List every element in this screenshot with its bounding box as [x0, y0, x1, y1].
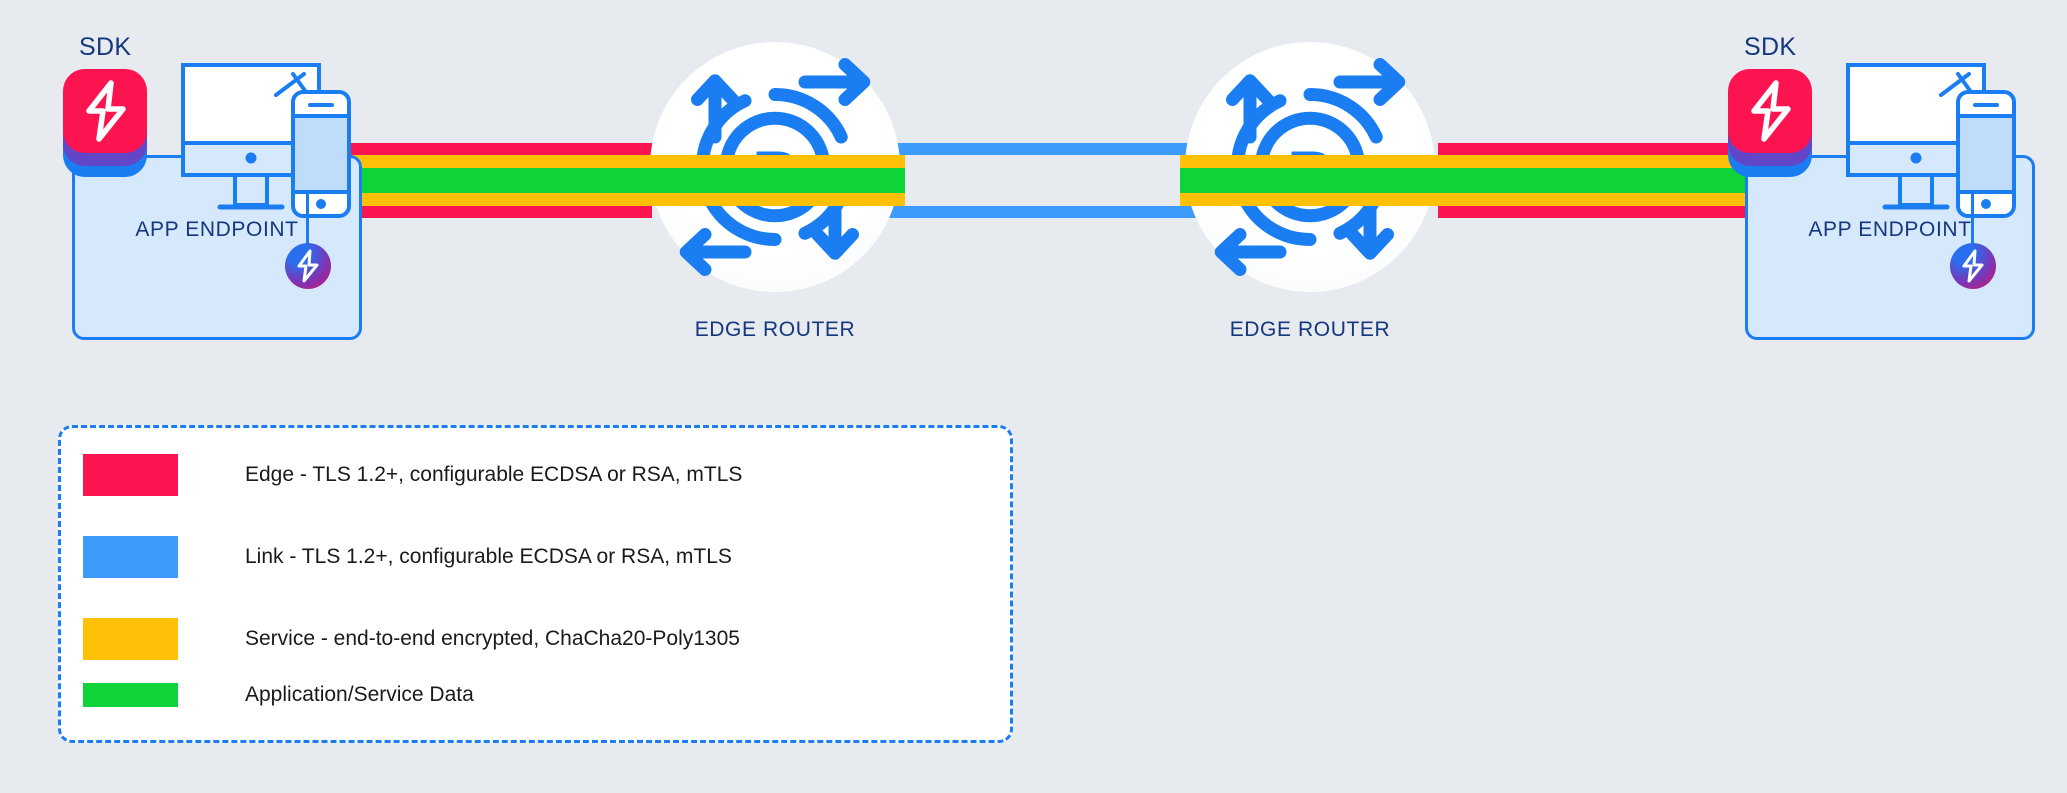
stripe-service-left-bottom: [340, 193, 652, 206]
legend-item: Service - end-to-end encrypted, ChaCha20…: [83, 618, 740, 660]
stripe-service-over-router-left-bottom: [645, 193, 905, 206]
sdk-stack-icon-right: [1720, 67, 1830, 177]
stripe-link-middle-top: [880, 143, 1210, 155]
legend-label-data: Application/Service Data: [245, 683, 474, 706]
sdk-stack-icon-left: [55, 67, 165, 177]
stripe-service-right-top: [1438, 155, 1750, 168]
stripe-service-over-router-right-bottom: [1180, 193, 1442, 206]
stripe-service-left-top: [340, 155, 652, 168]
legend-item: Link - TLS 1.2+, configurable ECDSA or R…: [83, 536, 732, 578]
stripe-data-over-router-left: [645, 168, 905, 193]
phone-icon: [1956, 90, 2016, 218]
router-label-right: EDGE ROUTER: [1229, 318, 1391, 341]
legend-swatch-data: [83, 683, 178, 707]
legend-swatch-link: [83, 536, 178, 578]
legend-swatch-edge: [83, 454, 178, 496]
legend-panel: Edge - TLS 1.2+, configurable ECDSA or R…: [58, 425, 1013, 743]
stripe-service-right-bottom: [1438, 193, 1750, 206]
sdk-label-right: SDK: [1744, 33, 1797, 61]
endpoint-label-left: APP ENDPOINT: [135, 218, 299, 241]
lightning-bolt-icon: [1751, 80, 1791, 142]
legend-label-service: Service - end-to-end encrypted, ChaCha20…: [245, 627, 740, 650]
endpoint-ziti-connector-left: [306, 190, 309, 260]
stripe-link-middle-bottom: [880, 206, 1210, 218]
endpoint-label-right: APP ENDPOINT: [1808, 218, 1972, 241]
stripe-edge-left-bottom: [340, 206, 652, 218]
stripe-data-right: [1438, 168, 1750, 193]
router-label-left: EDGE ROUTER: [694, 318, 856, 341]
stripe-data-left: [340, 168, 652, 193]
sdk-label-left: SDK: [79, 33, 132, 61]
device-group-left: [180, 62, 355, 222]
legend-item: Edge - TLS 1.2+, configurable ECDSA or R…: [83, 454, 742, 496]
legend-swatch-service: [83, 618, 178, 660]
legend-label-edge: Edge - TLS 1.2+, configurable ECDSA or R…: [245, 463, 743, 486]
stripe-edge-right-bottom: [1438, 206, 1750, 218]
stripe-data-over-router-right: [1180, 168, 1442, 193]
legend-label-link: Link - TLS 1.2+, configurable ECDSA or R…: [245, 545, 732, 568]
stripe-service-over-router-left-top: [645, 155, 905, 168]
legend-item: Application/Service Data: [83, 683, 474, 707]
ziti-bolt-badge-left: [285, 243, 331, 289]
stripe-edge-left-top: [340, 143, 652, 155]
endpoint-ziti-connector-right: [1971, 190, 1974, 260]
ziti-bolt-badge-right: [1950, 243, 1996, 289]
lightning-bolt-icon: [86, 80, 126, 142]
phone-icon: [291, 90, 351, 218]
lightning-bolt-icon: [1962, 249, 1984, 283]
lightning-bolt-icon: [297, 249, 319, 283]
device-group-right: [1845, 62, 2020, 222]
stripe-edge-right-top: [1438, 143, 1750, 155]
stripe-service-over-router-right-top: [1180, 155, 1442, 168]
